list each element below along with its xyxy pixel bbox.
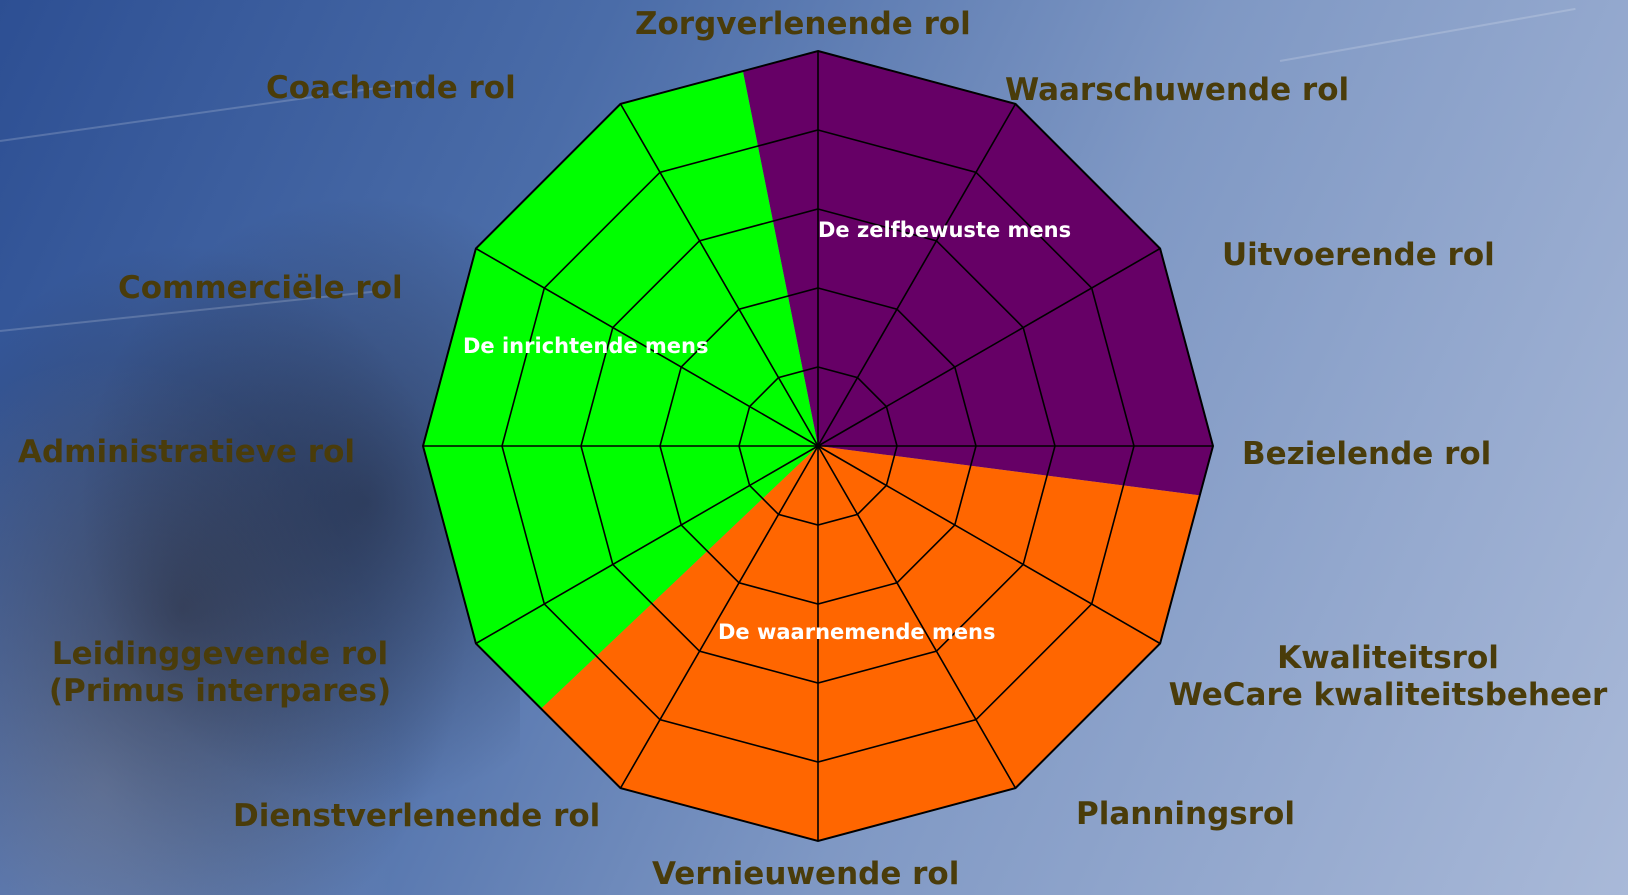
label-vernieuwende: Vernieuwende rol xyxy=(652,856,960,892)
grid-spoke xyxy=(619,103,819,447)
section-label-inrichtende: De inrichtende mens xyxy=(463,334,709,358)
label-dienstverlenende: Dienstverlenende rol xyxy=(233,798,601,834)
label-leidinggevende-line2: (Primus interpares) xyxy=(48,673,392,710)
label-kwaliteitsrol: Kwaliteitsrol WeCare kwaliteitsbeheer xyxy=(1158,640,1618,714)
label-leidinggevende-line1: Leidinggevende rol xyxy=(51,636,389,672)
grid-spoke xyxy=(817,247,1161,447)
grid-spoke xyxy=(619,445,819,789)
label-commerciele: Commerciële rol xyxy=(118,270,403,306)
grid-spoke xyxy=(475,445,819,645)
label-bezielende: Bezielende rol xyxy=(1242,436,1492,472)
sector-waarnemende xyxy=(541,446,1200,841)
section-label-waarnemende: De waarnemende mens xyxy=(718,620,996,644)
grid-spoke xyxy=(817,445,1161,645)
grid-spoke xyxy=(817,445,1017,789)
label-coachende: Coachende rol xyxy=(266,70,516,106)
label-kwaliteitsrol-line1: Kwaliteitsrol xyxy=(1277,640,1499,676)
section-label-zelfbewuste: De zelfbewuste mens xyxy=(818,218,1072,242)
label-zorgverlenende: Zorgverlenende rol xyxy=(635,6,971,42)
label-waarschuwende: Waarschuwende rol xyxy=(1005,72,1350,108)
label-administratieve: Administratieve rol xyxy=(18,434,355,470)
sector-inrichtende xyxy=(423,71,818,709)
sectors-group xyxy=(423,51,1213,841)
label-leidinggevende: Leidinggevende rol (Primus interpares) xyxy=(20,636,420,710)
label-uitvoerende: Uitvoerende rol xyxy=(1222,237,1495,273)
background-photo xyxy=(0,180,520,895)
sector-zelfbewuste xyxy=(742,51,1213,496)
label-planningsrol: Planningsrol xyxy=(1076,796,1295,832)
grid-spoke xyxy=(817,103,1017,447)
grid-spoke xyxy=(475,247,819,447)
grid-group xyxy=(421,49,1215,843)
label-kwaliteitsrol-line2: WeCare kwaliteitsbeheer xyxy=(1168,677,1608,714)
